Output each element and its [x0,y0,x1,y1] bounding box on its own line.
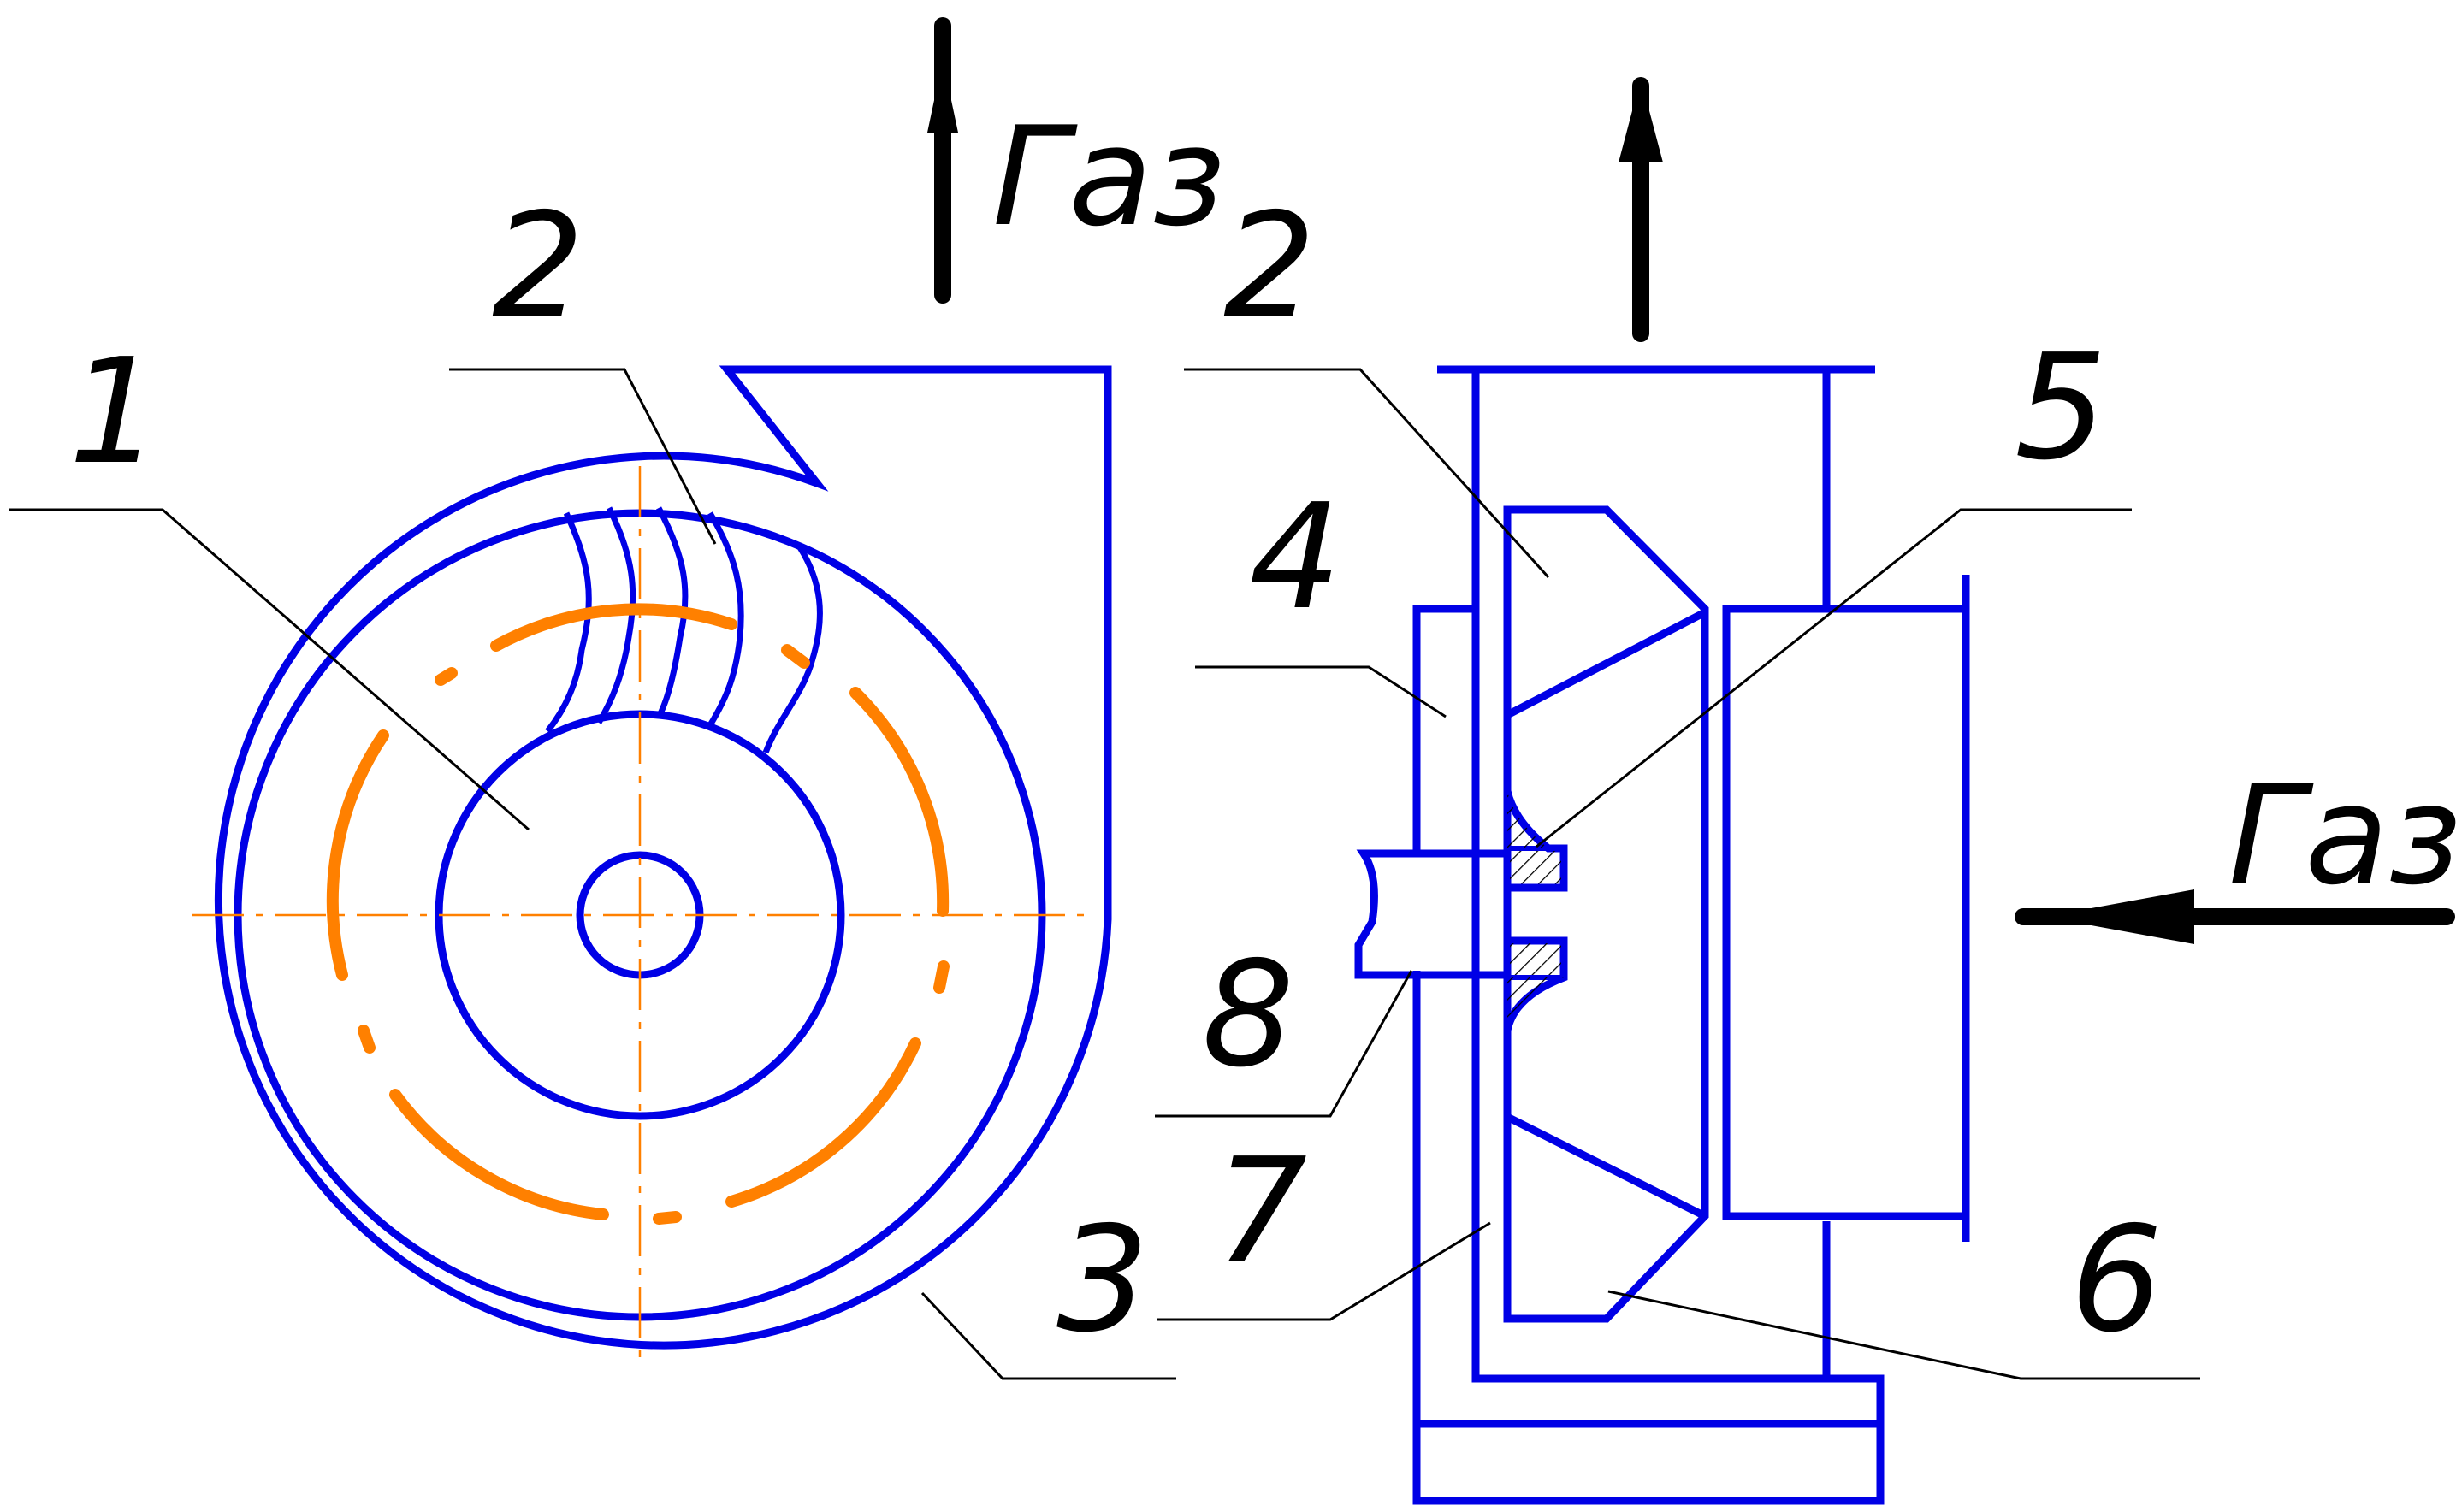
part-number-4: 4 [1249,473,1341,642]
part-number-5: 5 [2015,323,2107,493]
gas-label-top: Газ [992,97,1225,257]
housing-casing [1412,369,1885,1505]
shaft [1354,849,1507,979]
part-number-6: 6 [2070,1196,2163,1365]
part-number-3: 3 [1056,1196,1149,1365]
part-number-7: 7 [1215,1127,1307,1296]
gas-label-right: Газ [2228,755,2456,915]
back-plate [1412,605,1476,851]
hub-hatch-bottom [1505,938,1566,980]
hub-hatch-top [1505,846,1566,890]
part-number-1: 1 [68,328,161,497]
pitch-circle [326,603,950,1225]
part-number-2-right: 2 [1223,182,1316,351]
part-number-2-left: 2 [492,182,584,351]
gas-outlet-arrow-right [1619,77,1663,342]
leader-lines [9,368,2200,1380]
gas-outlet-arrow-left [927,17,958,304]
front-view [192,365,1112,1364]
impeller-blades [545,506,823,754]
section-view [1354,365,1970,1505]
part-number-8: 8 [1202,930,1294,1100]
inlet-collar [1722,605,1970,1220]
housing-scroll [214,365,1112,1350]
gas-inlet-arrow [2015,889,2455,944]
